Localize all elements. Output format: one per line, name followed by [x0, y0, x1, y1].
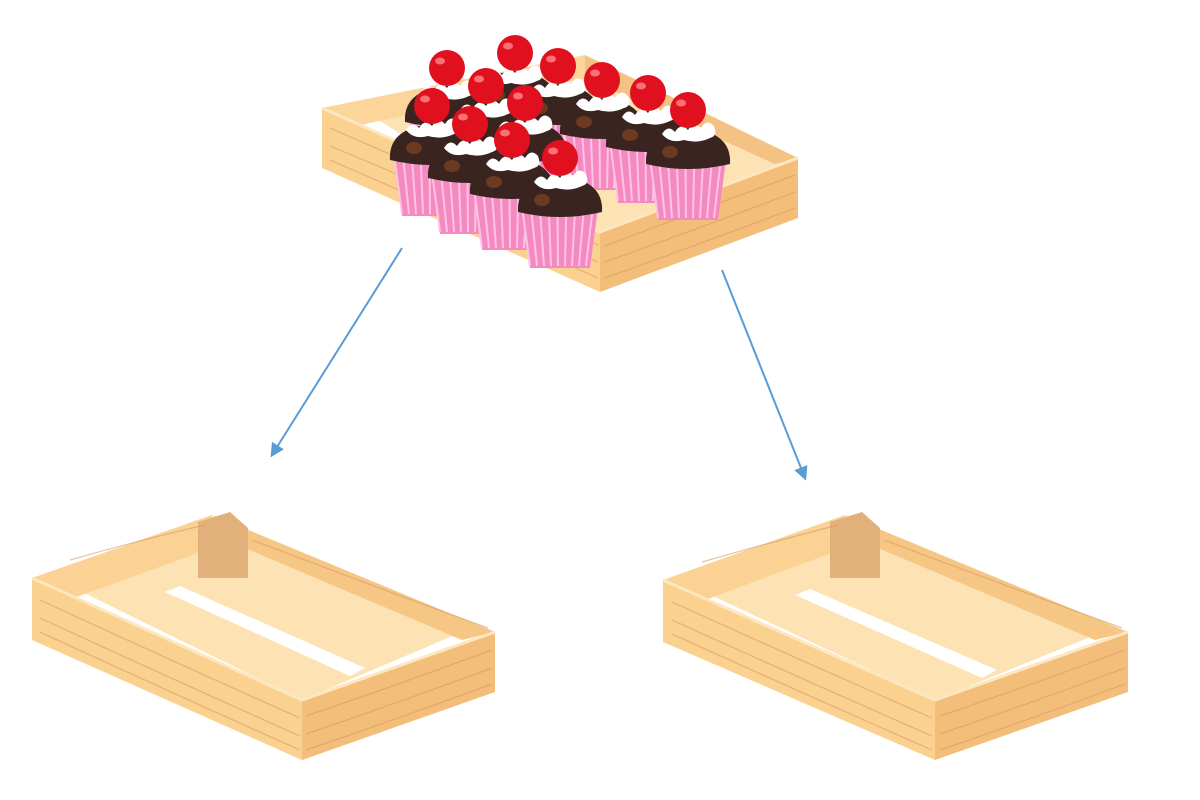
- empty-tray-left-gap: [165, 586, 365, 676]
- empty-tray-left-back-right-wall: [212, 515, 495, 640]
- cupcake-group: [389, 35, 731, 268]
- cupcake-icon: [517, 140, 603, 268]
- empty-tray-right-front-left-wall: [663, 580, 935, 760]
- empty-tray-left-floor: [68, 522, 462, 700]
- empty-tray-left-corner-post: [198, 512, 248, 578]
- full-tray: [321, 35, 799, 292]
- empty-tray-right-gap: [795, 589, 997, 678]
- empty-tray-right-back-wall: [663, 515, 845, 602]
- arrow-icon-right: [721, 269, 808, 481]
- empty-tray-left-front-left-wall: [32, 578, 302, 760]
- arrow-icon-left: [270, 247, 403, 458]
- empty-tray-right-back-right-wall: [845, 515, 1128, 640]
- empty-tray-left-back-wall: [32, 515, 212, 600]
- empty-tray-right-corner-post: [830, 512, 880, 578]
- empty-tray-right-front-right-wall: [935, 632, 1128, 760]
- empty-tray-right-floor: [700, 522, 1095, 700]
- empty-tray-left: [31, 512, 496, 760]
- full-tray-front-right-wall: [600, 158, 798, 292]
- empty-tray-right: [662, 512, 1129, 760]
- cupcake-icon: [645, 92, 731, 220]
- empty-tray-left-front-right-wall: [302, 632, 495, 760]
